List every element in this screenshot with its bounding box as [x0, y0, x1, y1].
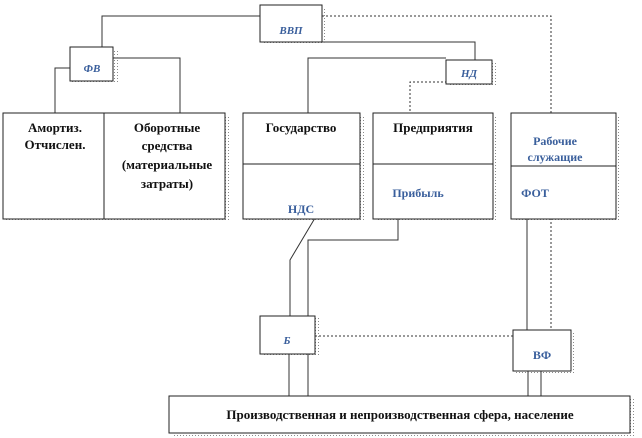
node-fv: ФВ — [69, 46, 118, 83]
connector-vvp-top — [101, 15, 260, 47]
rab-label-2: служащие — [528, 150, 584, 164]
connector-fv-oborot — [113, 57, 181, 113]
rab-label: Рабочие — [533, 134, 578, 148]
oborot-line-2: средства — [142, 138, 193, 153]
connector-vvp-down — [291, 41, 476, 60]
pred-bottom-label: Прибыль — [392, 186, 444, 200]
vvp-label: ВВП — [278, 25, 303, 37]
rab-bottom-label: ФОТ — [521, 186, 549, 200]
node-amort: Амортиз. Отчислен. — [25, 120, 86, 152]
connector-nd-pred — [409, 81, 475, 113]
node-vvp: ВВП — [259, 4, 326, 44]
oborot-line-4: затраты) — [141, 176, 193, 191]
connector-fv-amort — [54, 67, 70, 113]
sfera-label: Производственная и непроизводственная сф… — [226, 407, 574, 422]
connector-gos-b — [289, 217, 316, 316]
gos-bottom-label: НДС — [288, 202, 314, 216]
oborot-line-1: Оборотные — [134, 120, 201, 135]
group-fv-boxes: Амортиз. Отчислен. Оборотные средства (м… — [2, 112, 229, 222]
amort-line-2: Отчислен. — [25, 137, 86, 152]
vf-label: ВФ — [533, 348, 551, 362]
oborot-line-3: (материальные — [122, 157, 213, 172]
connector-vvp-right — [322, 15, 552, 113]
nd-label: НД — [460, 68, 478, 80]
node-vf: ВФ — [512, 329, 575, 374]
connector-nd-gos — [307, 57, 446, 113]
node-rab: Рабочие служащие ФОТ — [510, 112, 620, 222]
gos-label: Государство — [266, 120, 337, 135]
node-oborot: Оборотные средства (материальные затраты… — [122, 120, 213, 191]
amort-line-1: Амортиз. — [28, 120, 82, 135]
connector-b-right — [315, 218, 552, 337]
node-pred: Предприятия Прибыль — [372, 112, 497, 222]
node-gos: Государство НДС — [242, 112, 364, 222]
b-label: Б — [283, 335, 291, 347]
fv-label: ФВ — [84, 63, 101, 75]
connector-pred-sfera — [307, 218, 399, 396]
node-nd: НД — [445, 59, 497, 86]
pred-label: Предприятия — [393, 120, 473, 135]
node-sfera: Производственная и непроизводственная сф… — [168, 395, 634, 436]
node-b: Б — [259, 315, 319, 356]
